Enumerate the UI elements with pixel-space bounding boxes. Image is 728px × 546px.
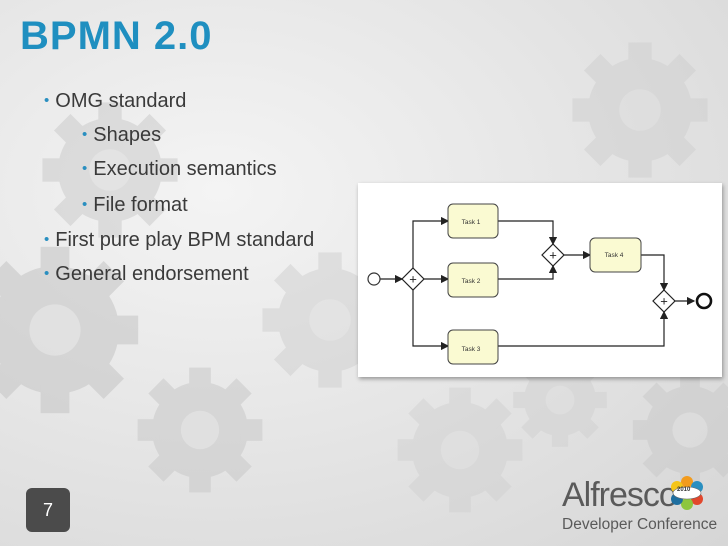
bullet-text: OMG standard [55,90,187,112]
bullet-text: General endorsement [55,263,249,285]
bullet-marker-icon: • [44,265,50,282]
flow-task1-to-join [498,220,558,246]
gear-icon [397,387,523,513]
logo-flower-icon [671,476,703,510]
flow-task2-to-join [498,264,558,280]
svg-text:+: + [549,248,557,263]
gear-icon [572,42,708,178]
logo-subtitle: Developer Conference [562,516,718,533]
bullet-item: • First pure play BPM standard [44,229,314,252]
task-label: Task 1 [462,219,481,226]
task-label: Task 4 [605,252,624,259]
bullet-marker-icon: • [82,126,88,143]
sequence-flows [380,216,696,351]
flow-task4-to-end-join [641,254,669,292]
end-event-icon [695,292,713,310]
start-event-icon [367,272,381,286]
bullet-text: Execution semantics [93,158,277,180]
bullet-marker-icon: • [82,196,88,213]
task-4: Task 4 [589,237,642,273]
svg-text:+: + [660,294,668,309]
task-label: Task 2 [462,278,481,285]
logo-name: Alfresco [562,476,678,514]
bullet-text: First pure play BPM standard [55,229,315,251]
parallel-gateway-icon: + [401,267,425,291]
bullet-item: • Execution semantics [82,158,277,181]
task-1: Task 1 [447,203,499,239]
bullet-item: • Shapes [82,124,161,147]
parallel-gateway-icon: + [652,289,676,313]
task-3: Task 3 [447,329,499,365]
bpmn-diagram: + + + Task 1 Task 2 Task 3 Task 4 [358,183,722,377]
flow-split-to-task3 [412,290,450,351]
gear-icon [632,372,728,488]
bullet-marker-icon: • [82,160,88,177]
parallel-gateway-icon: + [541,243,565,267]
bullet-marker-icon: • [44,92,50,109]
flow-split-to-task1 [412,216,450,268]
slide-title: BPMN 2.0 [20,14,213,58]
logo-year: 2010 [677,487,691,493]
page-number: 7 [26,488,70,532]
bullet-item: • OMG standard [44,90,186,113]
bullet-text: Shapes [93,124,162,146]
alfresco-logo: Alfresco 2010 Developer Conference [562,476,718,538]
bullet-item: • File format [82,194,188,217]
flow-task3-to-end-join [498,310,669,347]
bullet-item: • General endorsement [44,263,249,286]
task-label: Task 3 [462,346,481,353]
bpmn-diagram-canvas: + + + Task 1 Task 2 Task 3 Task 4 [367,203,713,365]
gear-icon [137,367,263,493]
task-2: Task 2 [447,262,499,298]
bullet-text: File format [93,194,188,216]
svg-text:+: + [409,272,417,287]
bullet-marker-icon: • [44,231,50,248]
